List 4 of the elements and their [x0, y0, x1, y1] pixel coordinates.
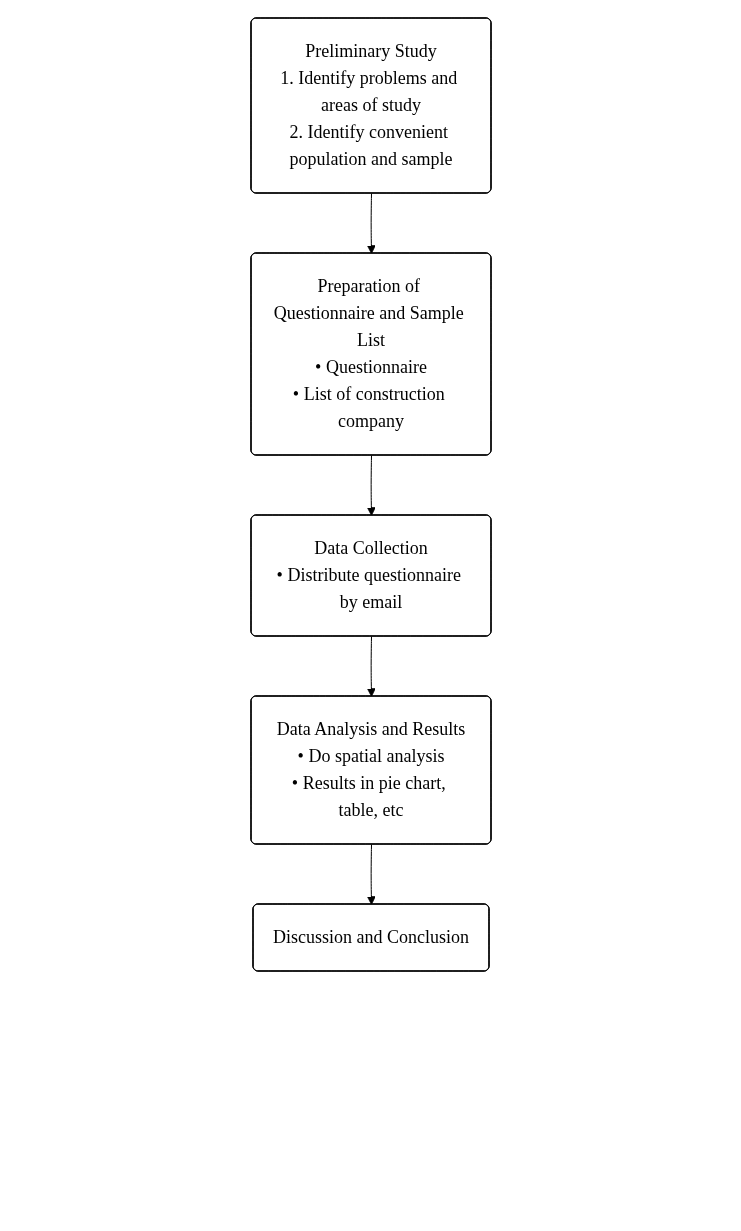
- arrow: [366, 844, 376, 905]
- arrow: [366, 636, 376, 697]
- arrow: [366, 193, 376, 254]
- arrow: [366, 455, 376, 516]
